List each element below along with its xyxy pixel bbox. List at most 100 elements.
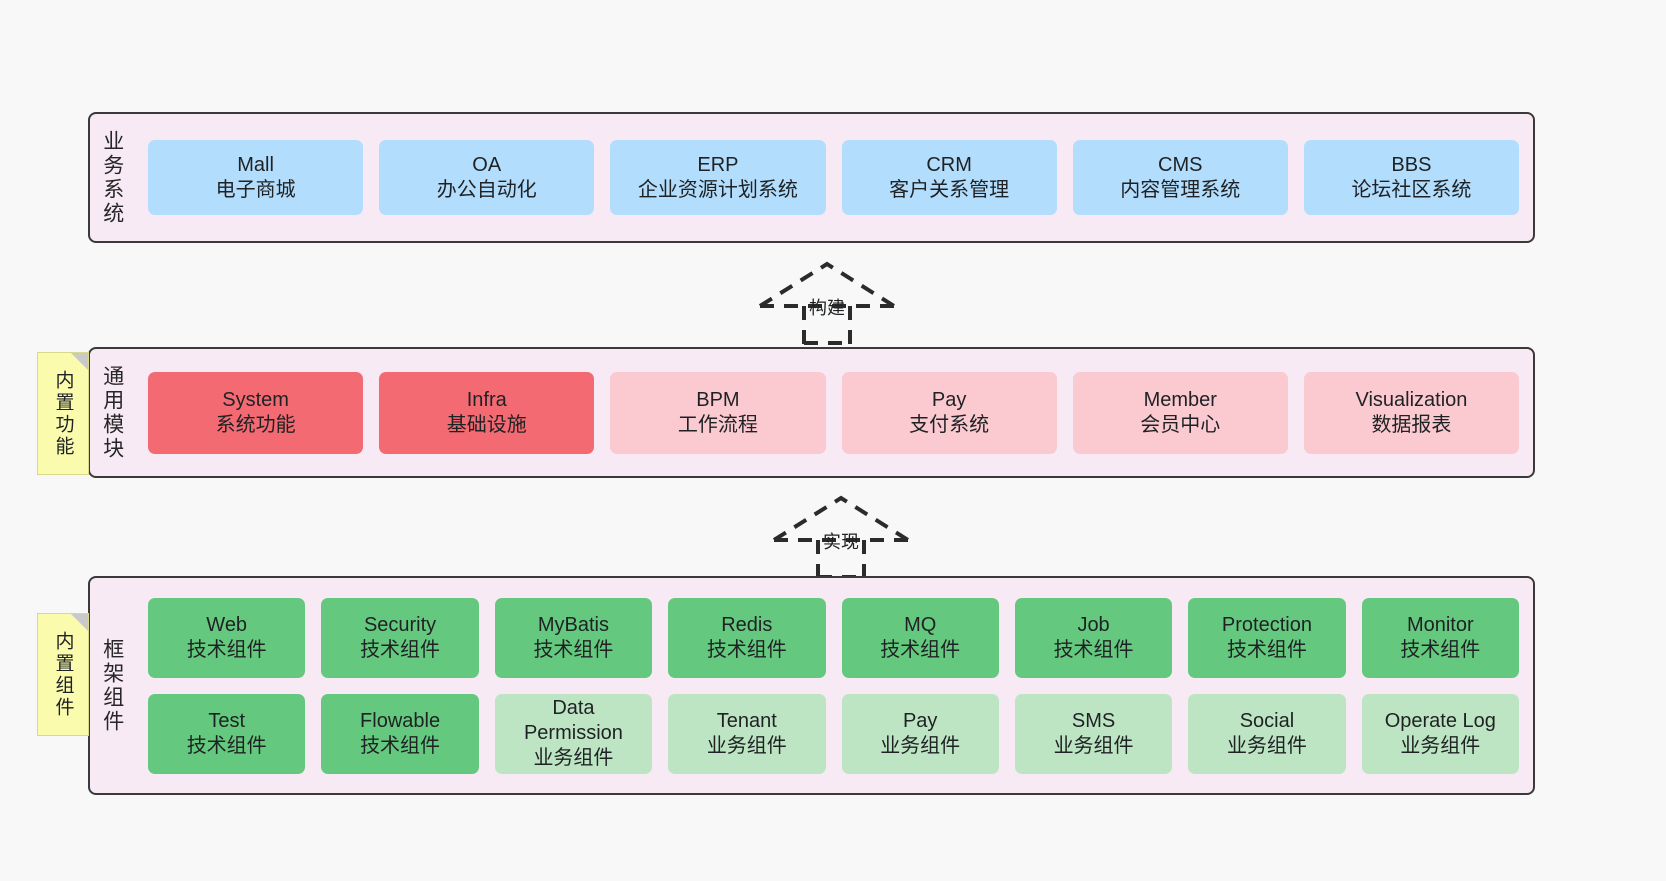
framework-box-mybatis[interactable]: MyBatis 技术组件	[494, 597, 653, 678]
layer-common-modules-label: 通用模块	[100, 364, 124, 461]
framework-box-security-title: Security	[363, 613, 437, 636]
layer-framework-components-title: 框架组件	[90, 578, 134, 793]
arrow-implement-label: 实现	[823, 532, 859, 552]
module-box-bpm[interactable]: BPM 工作流程	[610, 371, 826, 454]
generalization-arrow-build: 构建	[752, 258, 902, 346]
module-box-pay-title: Pay	[931, 388, 967, 411]
business-box-crm-title: CRM	[926, 153, 972, 176]
framework-box-mq-title: MQ	[904, 613, 937, 636]
module-box-infra-subtitle: 基础设施	[446, 413, 527, 436]
framework-box-protection-title: Protection	[1221, 613, 1312, 636]
business-box-bbs-title: BBS	[1391, 153, 1432, 176]
arrow-head-chevron-icon	[772, 495, 910, 542]
business-box-cms-subtitle: 内容管理系统	[1120, 178, 1241, 201]
framework-box-job-subtitle: 技术组件	[1053, 638, 1134, 661]
business-box-oa-subtitle: 办公自动化	[436, 178, 537, 201]
module-box-pay-subtitle: 支付系统	[909, 413, 990, 436]
module-box-infra-title: Infra	[466, 388, 507, 411]
framework-box-social-subtitle: 业务组件	[1226, 734, 1307, 757]
framework-box-sms-subtitle: 业务组件	[1053, 734, 1134, 757]
framework-box-web-subtitle: 技术组件	[186, 638, 267, 661]
framework-box-sms[interactable]: SMS 业务组件	[1014, 693, 1173, 774]
framework-box-operate-log-title: Operate Log	[1384, 709, 1496, 732]
business-box-erp-subtitle: 企业资源计划系统	[637, 178, 798, 201]
business-box-mall-subtitle: 电子商城	[215, 178, 296, 201]
framework-box-monitor-subtitle: 技术组件	[1400, 638, 1481, 661]
business-box-erp-title: ERP	[697, 153, 739, 176]
module-box-visualization-subtitle: 数据报表	[1371, 413, 1452, 436]
business-box-oa[interactable]: OA 办公自动化	[379, 140, 595, 215]
sticky-note-builtin-functions[interactable]: 内置功能	[37, 352, 89, 475]
business-box-mall[interactable]: Mall 电子商城	[148, 140, 364, 215]
layer-common-modules-body: System 系统功能 Infra 基础设施 BPM 工作流程 Pay 支付系统…	[134, 349, 1533, 476]
common-modules-row: System 系统功能 Infra 基础设施 BPM 工作流程 Pay 支付系统…	[148, 371, 1520, 454]
framework-box-mybatis-subtitle: 技术组件	[533, 638, 614, 661]
framework-box-flowable[interactable]: Flowable 技术组件	[321, 693, 479, 774]
framework-box-social[interactable]: Social 业务组件	[1188, 693, 1346, 774]
framework-box-tenant-subtitle: 业务组件	[706, 734, 787, 757]
sticky-note-builtin-components-label: 内置组件	[52, 630, 74, 719]
layer-business-systems-body: Mall 电子商城 OA 办公自动化 ERP 企业资源计划系统 CRM 客户关系…	[134, 114, 1533, 241]
framework-box-protection-subtitle: 技术组件	[1226, 638, 1307, 661]
business-box-cms[interactable]: CMS 内容管理系统	[1072, 140, 1288, 215]
framework-box-security[interactable]: Security 技术组件	[321, 597, 479, 678]
arrow-stem-icon	[802, 306, 852, 346]
arrow-build-label: 构建	[809, 298, 845, 318]
module-box-system-title: System	[222, 388, 289, 411]
layer-framework-components: 框架组件 Web 技术组件 Security 技术组件 MyBatis 技术组件…	[88, 576, 1535, 795]
module-box-visualization[interactable]: Visualization 数据报表	[1303, 371, 1520, 454]
layer-common-modules-title: 通用模块	[90, 349, 134, 476]
sticky-note-builtin-components[interactable]: 内置组件	[37, 613, 89, 736]
business-box-crm[interactable]: CRM 客户关系管理	[841, 140, 1057, 215]
business-box-bbs-subtitle: 论坛社区系统	[1351, 178, 1472, 201]
generalization-arrow-implement: 实现	[766, 492, 916, 580]
module-box-member[interactable]: Member 会员中心	[1072, 371, 1288, 454]
framework-box-tenant[interactable]: Tenant 业务组件	[668, 693, 826, 774]
business-systems-row: Mall 电子商城 OA 办公自动化 ERP 企业资源计划系统 CRM 客户关系…	[148, 140, 1520, 215]
framework-box-mybatis-title: MyBatis	[537, 613, 609, 636]
module-box-pay[interactable]: Pay 支付系统	[841, 371, 1057, 454]
framework-box-pay[interactable]: Pay 业务组件	[841, 693, 999, 774]
business-box-mall-title: Mall	[237, 153, 274, 176]
framework-box-monitor-title: Monitor	[1406, 613, 1474, 636]
framework-box-protection[interactable]: Protection 技术组件	[1188, 597, 1346, 678]
framework-box-flowable-subtitle: 技术组件	[360, 734, 441, 757]
framework-box-operate-log-subtitle: 业务组件	[1400, 734, 1481, 757]
framework-box-redis[interactable]: Redis 技术组件	[668, 597, 826, 678]
framework-box-mq[interactable]: MQ 技术组件	[841, 597, 999, 678]
framework-box-mq-subtitle: 技术组件	[880, 638, 961, 661]
framework-box-security-subtitle: 技术组件	[360, 638, 441, 661]
sticky-note-builtin-functions-label: 内置功能	[52, 369, 74, 458]
framework-box-data-permission-subtitle: 业务组件	[533, 747, 614, 769]
framework-box-sms-title: SMS	[1071, 709, 1116, 732]
framework-box-operate-log[interactable]: Operate Log 业务组件	[1361, 693, 1519, 774]
business-box-oa-title: OA	[472, 153, 502, 176]
module-box-system[interactable]: System 系统功能	[148, 371, 364, 454]
framework-box-test-subtitle: 技术组件	[186, 734, 267, 757]
module-box-system-subtitle: 系统功能	[215, 413, 296, 436]
framework-box-job[interactable]: Job 技术组件	[1014, 597, 1173, 678]
module-box-infra[interactable]: Infra 基础设施	[379, 371, 595, 454]
layer-business-systems-title: 业务系统	[90, 114, 134, 241]
framework-box-web[interactable]: Web 技术组件	[148, 597, 306, 678]
framework-box-pay-title: Pay	[902, 709, 938, 732]
business-box-bbs[interactable]: BBS 论坛社区系统	[1303, 140, 1520, 215]
framework-box-redis-subtitle: 技术组件	[706, 638, 787, 661]
framework-box-test[interactable]: Test 技术组件	[148, 693, 306, 774]
layer-business-systems: 业务系统 Mall 电子商城 OA 办公自动化 ERP 企业资源计划系统 CRM	[88, 112, 1535, 243]
framework-business-row: Test 技术组件 Flowable 技术组件 Data Permission …	[148, 693, 1519, 774]
framework-box-job-title: Job	[1077, 613, 1110, 636]
layer-common-modules: 通用模块 System 系统功能 Infra 基础设施 BPM 工作流程 Pay	[88, 347, 1535, 478]
module-box-bpm-title: BPM	[696, 388, 740, 411]
module-box-member-subtitle: 会员中心	[1140, 413, 1221, 436]
note-fold-corner-icon	[71, 353, 88, 370]
layer-framework-components-label: 框架组件	[100, 637, 124, 734]
framework-box-data-permission[interactable]: Data Permission 业务组件	[494, 693, 653, 774]
business-box-cms-title: CMS	[1158, 153, 1203, 176]
framework-box-tenant-title: Tenant	[716, 709, 777, 732]
framework-box-monitor[interactable]: Monitor 技术组件	[1361, 597, 1519, 678]
business-box-erp[interactable]: ERP 企业资源计划系统	[610, 140, 826, 215]
framework-box-redis-title: Redis	[721, 613, 773, 636]
note-fold-corner-icon	[71, 614, 88, 631]
